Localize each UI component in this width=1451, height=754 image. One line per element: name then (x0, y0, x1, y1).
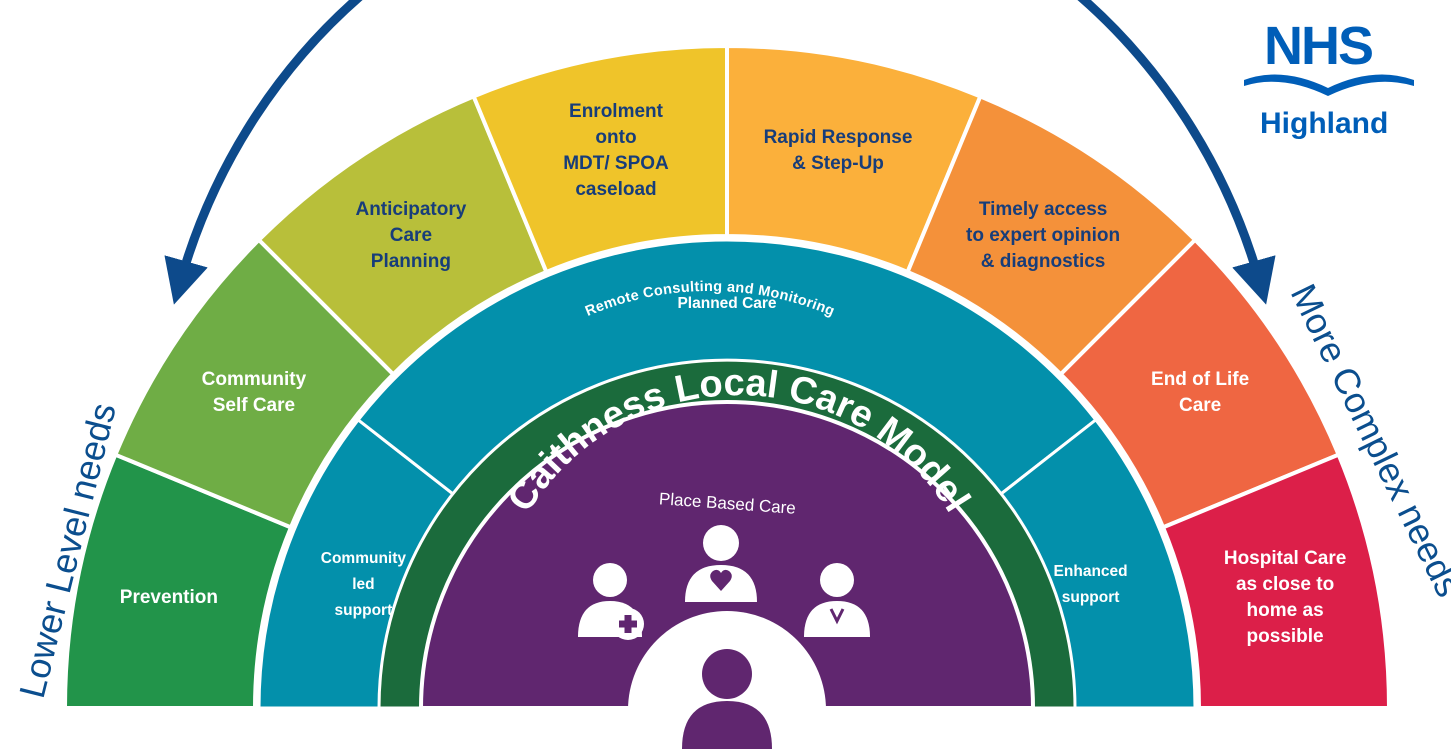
person-icon (682, 649, 772, 749)
outer-segment-label-line: MDT/ SPOA (563, 153, 669, 174)
outer-segment-label-line: Care (390, 225, 432, 246)
outer-segment-label-line: as close to (1236, 574, 1334, 595)
outer-segment-label: Timely access to expert opinion & diagnost… (966, 199, 1120, 272)
middle-segment-label: Planned Care (677, 295, 776, 312)
outer-segment-label-line: & diagnostics (981, 251, 1106, 272)
logo-brand: NHS (1264, 16, 1372, 76)
logo-region: Highland (1260, 107, 1388, 140)
outer-segment-label-line: Care (1179, 395, 1221, 416)
outer-segment-label-line: Anticipatory (355, 199, 466, 220)
outer-segment-label-line: End of Life (1151, 369, 1249, 390)
professional-v-icon (804, 563, 870, 637)
outer-segment-label-line: onto (595, 127, 636, 148)
outer-segment (1160, 452, 1392, 710)
outer-segment-label-line: Self Care (213, 395, 295, 416)
outer-segment-label-line: home as (1247, 600, 1324, 621)
outer-segment-label: Rapid Response & Step-Up (764, 127, 913, 174)
outer-segment-label-line: Prevention (120, 587, 218, 608)
outer-segment-label-line: possible (1247, 626, 1324, 647)
outer-segment-label-line: Community (202, 369, 307, 390)
middle-segment-label-line: led (352, 576, 374, 593)
outer-segment-label-line: Planning (371, 251, 451, 272)
outer-segment-label-line: & Step-Up (792, 153, 884, 174)
outer-segment-label: Hospital Care as close to home as possible (1224, 548, 1346, 647)
nhs-highland-logo: NHS Highland (1244, 16, 1414, 140)
middle-segment-label: Community led support (321, 550, 407, 619)
middle-segment-label: Enhanced support (1054, 563, 1128, 606)
outer-segment-label: Prevention (120, 587, 218, 608)
middle-segment-label-line: support (1062, 589, 1120, 606)
outer-segment-label-line: Hospital Care (1224, 548, 1346, 569)
carer-heart-icon (685, 525, 757, 602)
middle-segment-label-line: Planned Care (677, 295, 776, 312)
middle-segment-label-line: support (335, 602, 393, 619)
middle-segment-label-line: Enhanced (1054, 563, 1128, 580)
middle-segment-label-line: Community (321, 550, 407, 567)
outer-segment-label-line: to expert opinion (966, 225, 1120, 246)
outer-segment-label-line: Rapid Response (764, 127, 913, 148)
outer-segment-label-line: caseload (575, 179, 656, 200)
doctor-plus-icon (578, 563, 644, 640)
outer-segment-label-line: Enrolment (569, 101, 664, 122)
outer-segment-label-line: Timely access (979, 199, 1108, 220)
logo-swoosh (1244, 74, 1414, 96)
needs-direction-arrow (164, 0, 1276, 305)
